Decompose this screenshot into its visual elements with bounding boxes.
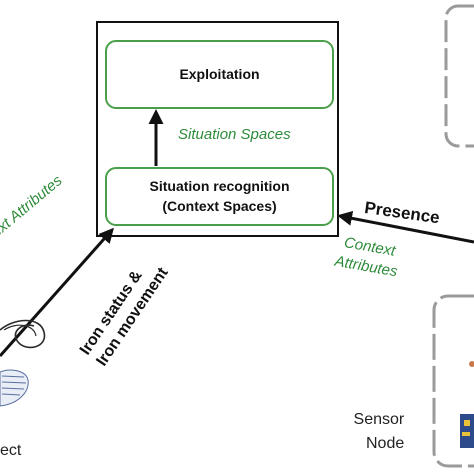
sensor-device-icon <box>460 414 474 448</box>
exploitation-label: Exploitation <box>106 64 333 84</box>
situation-spaces-label: Situation Spaces <box>178 126 291 143</box>
situation-recognition-line2: (Context Spaces) <box>162 198 277 214</box>
right-top-gray-box <box>444 4 474 148</box>
exploitation-text: Exploitation <box>179 66 260 82</box>
situation-recognition-line1: Situation recognition <box>149 178 290 194</box>
system-frame <box>96 21 339 237</box>
sensor-node-gray-box <box>432 294 474 468</box>
exploitation-box <box>105 40 334 109</box>
situation-recognition-box <box>105 167 334 226</box>
sensor-node-label: Sensor Node <box>352 408 405 456</box>
arrow-object-to-recognition <box>0 227 114 357</box>
arrow-sensor-to-recognition <box>337 210 474 244</box>
situation-recognition-label: Situation recognition (Context Spaces) <box>106 176 333 216</box>
sensor-node-line1: Sensor <box>353 411 405 428</box>
person-fragment-icon <box>469 361 474 367</box>
sensor-node-line2: Node <box>366 435 405 452</box>
iron-icon <box>0 319 46 407</box>
object-label-fragment: ect <box>0 442 22 459</box>
